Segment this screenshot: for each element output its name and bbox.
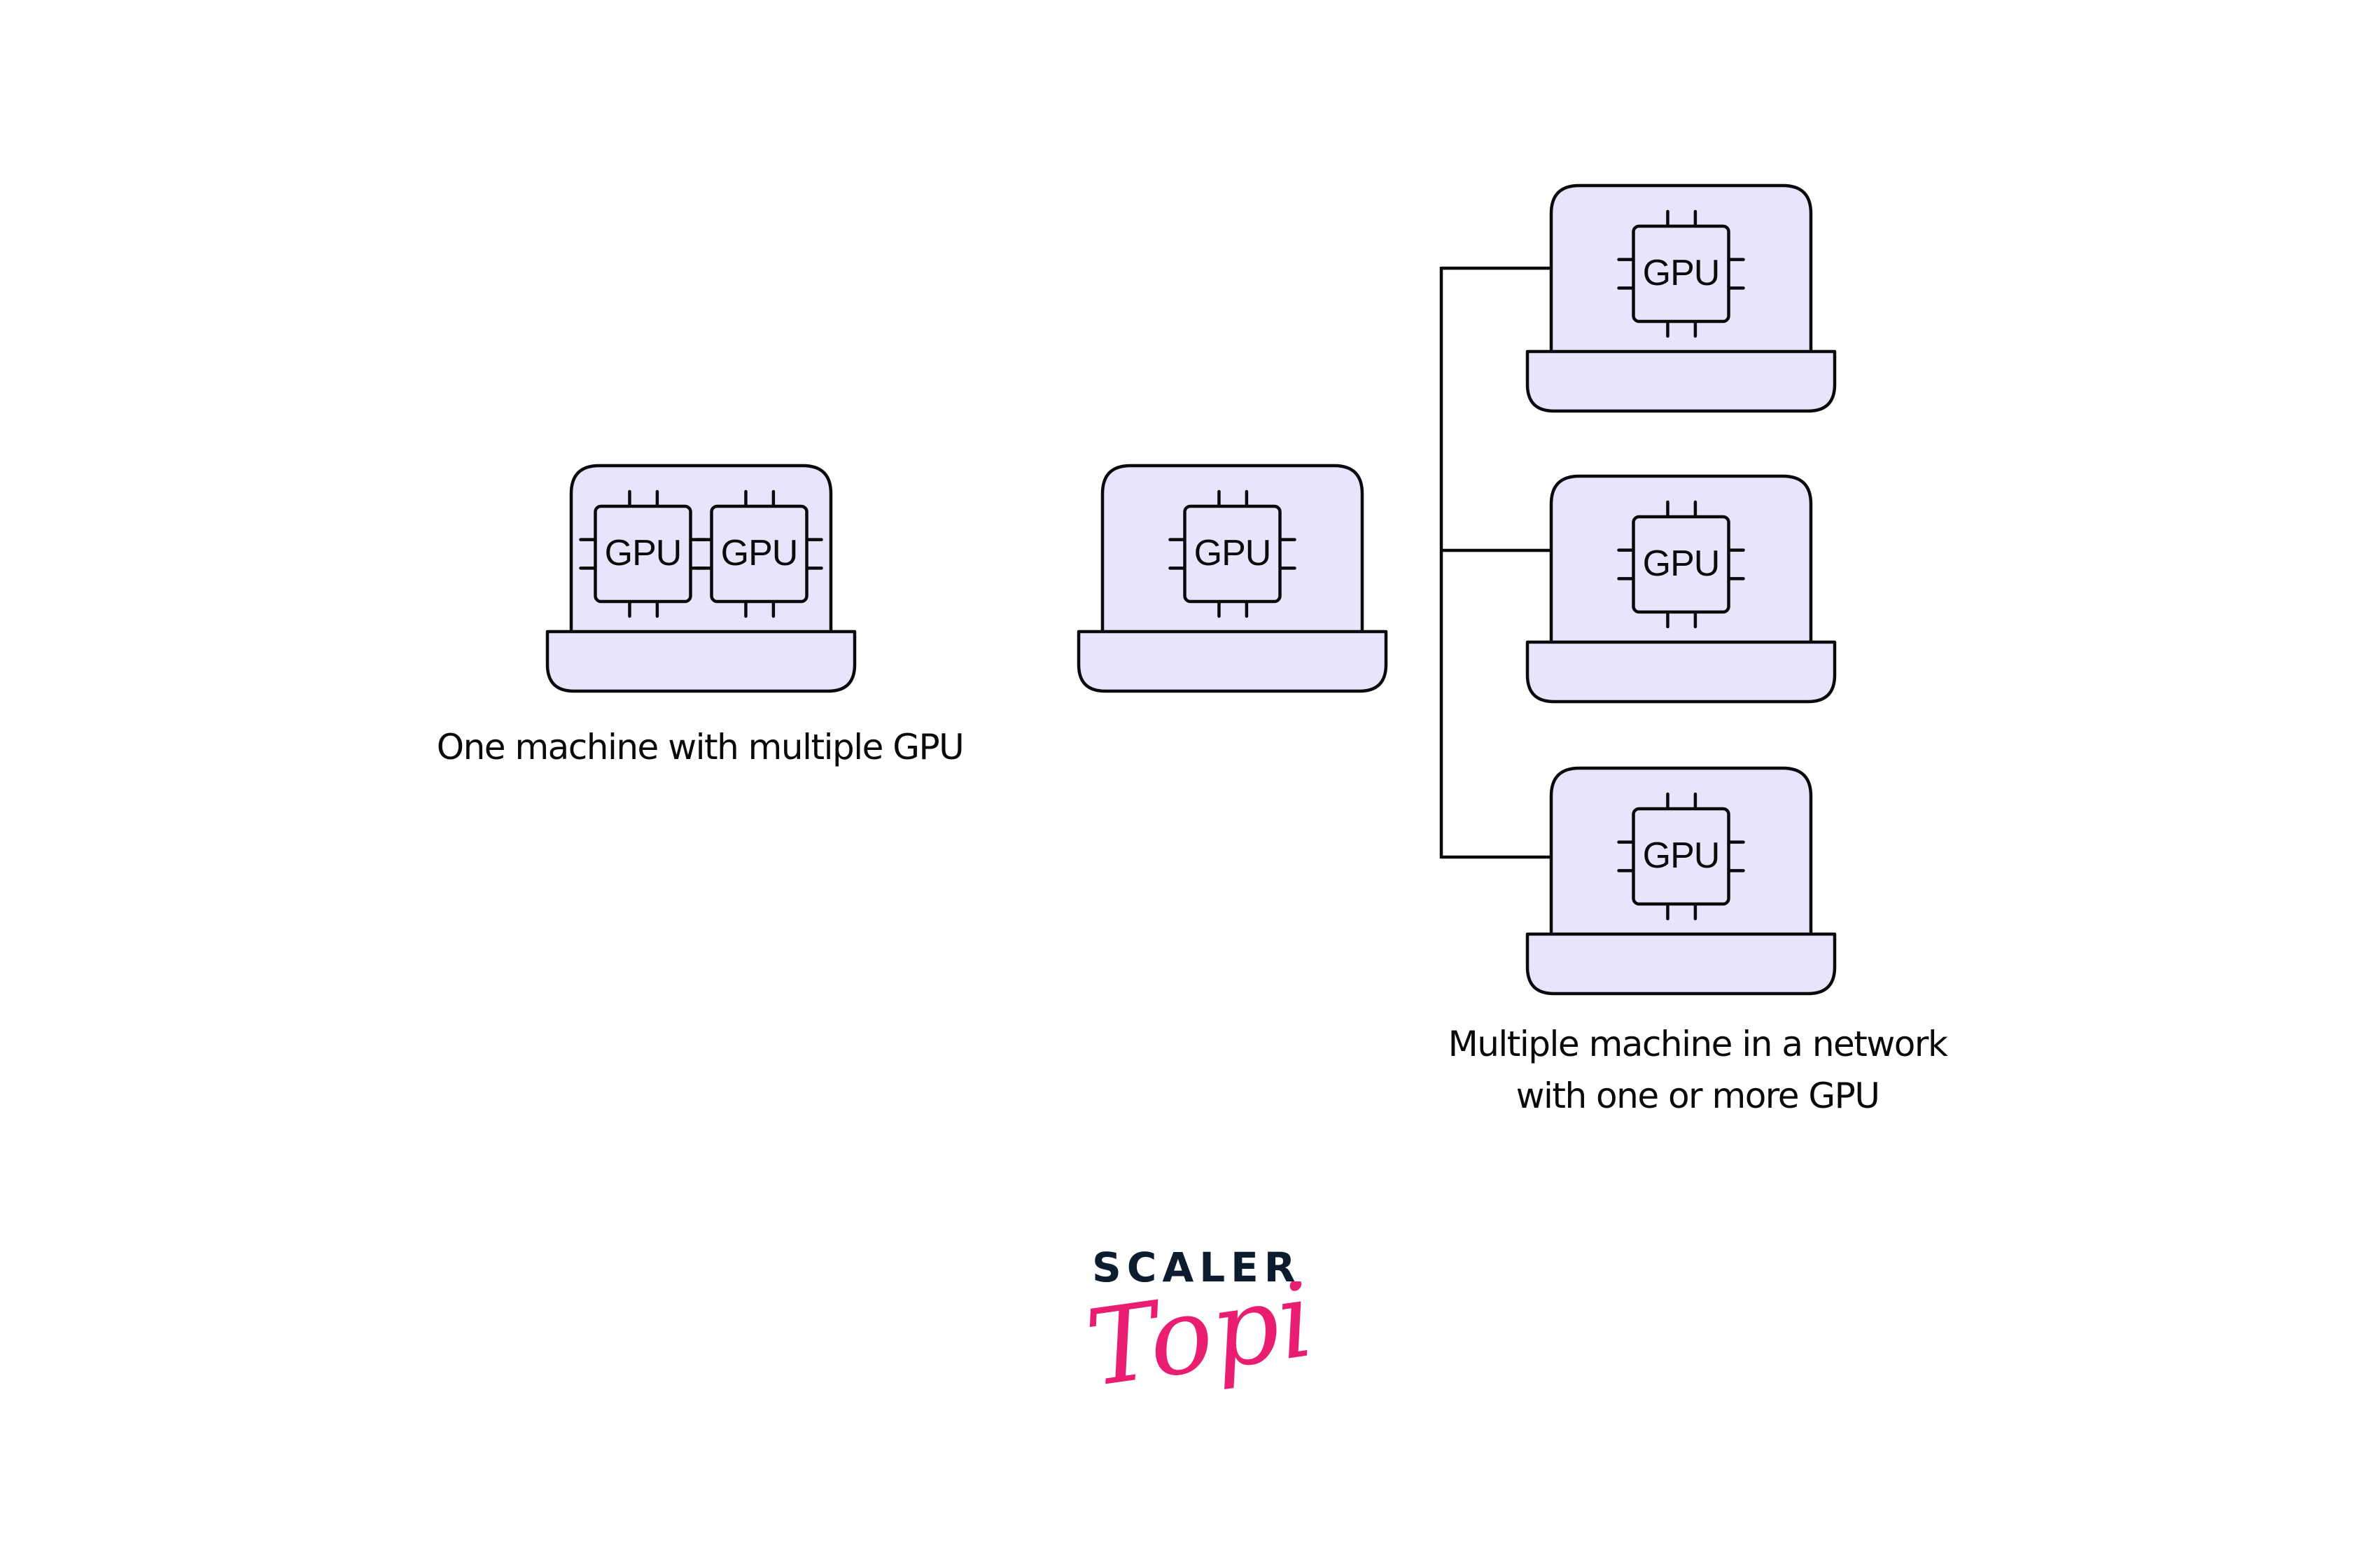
laptop-base [545, 630, 857, 693]
gpu-label: GPU [721, 533, 798, 573]
logo-topics-label: Topics [1084, 1281, 1308, 1411]
laptop-base [1525, 640, 1837, 704]
caption-single-machine: One machine with multiple GPU [436, 727, 965, 767]
caption-network-line-2: with one or more GPU [1516, 1076, 1880, 1116]
laptop-base [1525, 349, 1837, 413]
caption-network-line-1: Multiple machine in a network [1448, 1024, 1948, 1064]
gpu-label: GPU [1643, 543, 1720, 584]
gpu-chip-body [710, 504, 808, 604]
laptop-base [1525, 932, 1837, 996]
laptop-machine-node-1: GPU [1525, 183, 1837, 413]
laptop-base [1077, 630, 1388, 693]
gpu-chip-icon: GPU [1617, 500, 1745, 629]
gpu-label: GPU [1643, 835, 1720, 876]
gpu-chip-body [1632, 515, 1730, 614]
gpu-chip-icon: GPU [1168, 489, 1296, 618]
logo-scaler-text: SCALER [1092, 1244, 1301, 1291]
gpu-chip-body [594, 504, 692, 604]
laptop-machine-multi-gpu: GPU GPU [545, 464, 857, 693]
gpu-chip-body [1183, 504, 1282, 604]
gpu-chip-icon: GPU [579, 489, 707, 618]
gpu-chip-icon: GPU [1617, 792, 1745, 921]
gpu-label: GPU [1194, 533, 1271, 573]
laptop-machine-hub: GPU [1077, 464, 1388, 693]
machines: GPU GPU GPU GPU GPU GPU [545, 183, 1837, 996]
laptop-machine-node-2: GPU [1525, 474, 1837, 704]
gpu-chip-icon: GPU [695, 489, 823, 618]
gpu-chip-body [1632, 807, 1730, 906]
logo-topics-text: Topics [1084, 1281, 1308, 1411]
gpu-chip-icon: GPU [1617, 209, 1745, 338]
network-connectors [1439, 266, 1551, 859]
gpu-chip-body [1632, 224, 1730, 324]
gpu-label: GPU [605, 533, 682, 573]
caption-network: Multiple machine in a network with one o… [1344, 1018, 2051, 1122]
gpu-label: GPU [1643, 253, 1720, 293]
laptop-machine-node-3: GPU [1525, 766, 1837, 996]
